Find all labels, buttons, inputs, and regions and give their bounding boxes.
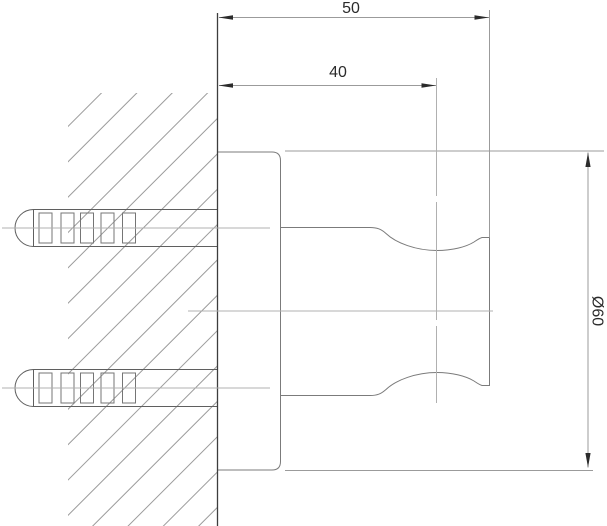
arrow-right-icon xyxy=(474,15,489,20)
arrow-right-icon xyxy=(421,83,436,88)
dim-label-plate-diameter: Ø60 xyxy=(589,296,606,326)
arrow-up-icon xyxy=(585,152,591,167)
dim-label-overall-depth: 50 xyxy=(342,0,360,17)
dimension-lines xyxy=(219,10,604,471)
centerlines xyxy=(2,78,493,403)
arrow-down-icon xyxy=(585,453,591,468)
dimension-annotations: 50 40 Ø60 xyxy=(218,0,606,468)
wall-section-hatch xyxy=(68,93,217,526)
arrow-left-icon xyxy=(218,15,233,20)
arrow-left-icon xyxy=(218,83,233,88)
dim-label-hook-offset: 40 xyxy=(329,64,347,81)
